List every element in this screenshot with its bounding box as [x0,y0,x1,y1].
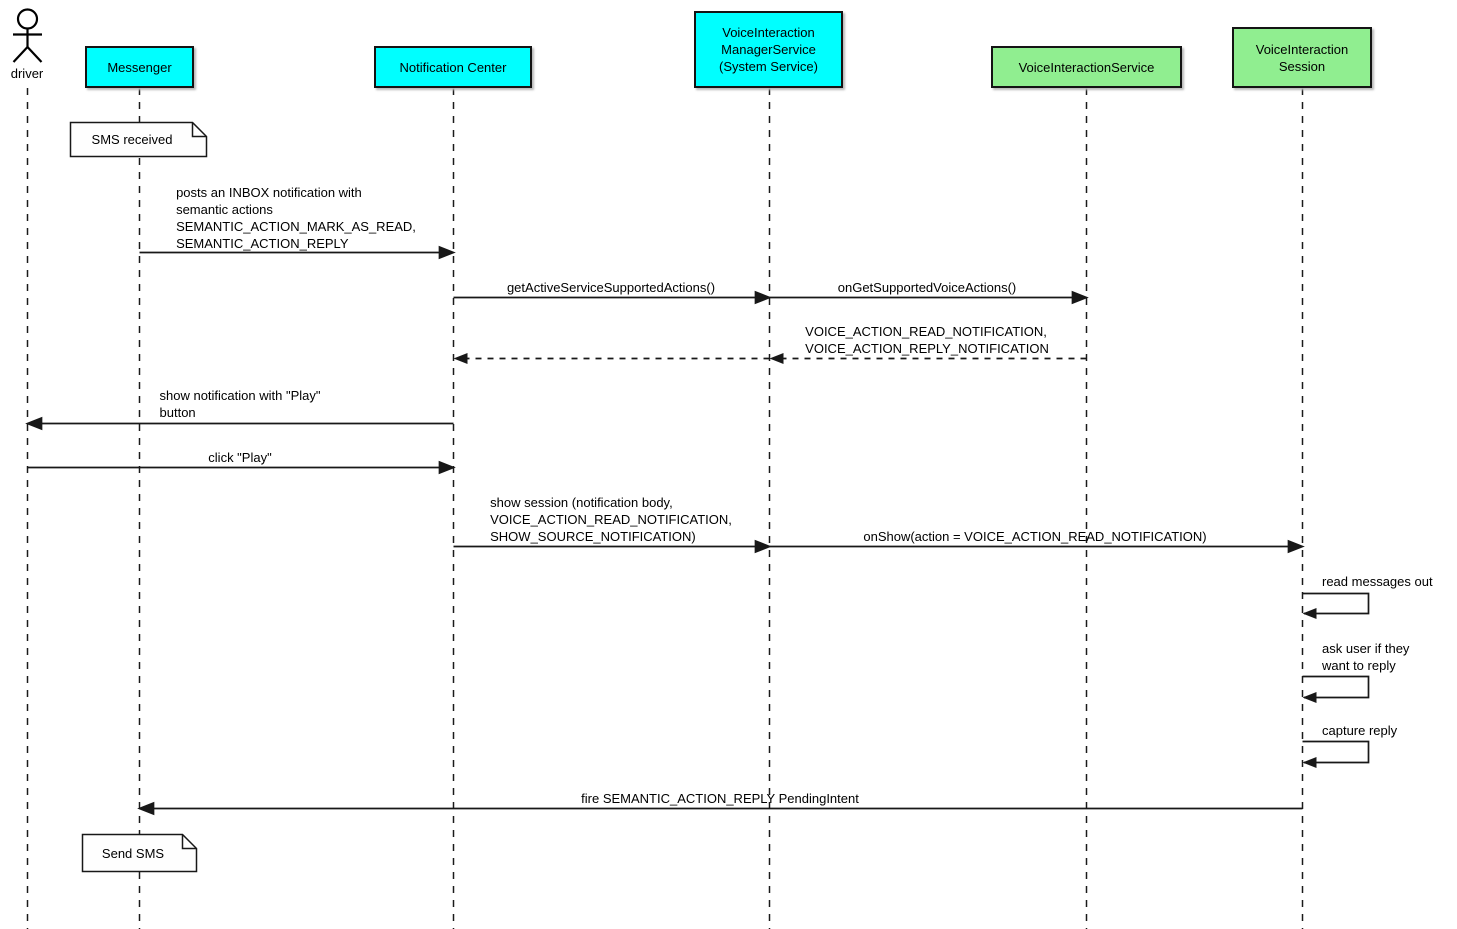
actor-figure-driver [12,8,43,63]
message-arrow-13-head [137,801,155,816]
note-send-sms: Send SMS [101,845,165,861]
note-fold-send-sms [181,834,197,850]
message-label-12: capture reply [1322,723,1398,738]
note-shape-sms-received [69,121,208,158]
return-arrow-vims-to-nc-head [453,353,468,364]
note-fold-sms-received [191,122,207,138]
message-arrow-3-head [1071,290,1089,305]
participant-voiceinteraction-managerservice: VoiceInteraction ManagerService (System … [694,11,843,88]
note-sms-received: SMS received [91,132,173,147]
message-label-6: show notification with "Play" button [159,388,321,420]
self-message-arrow-ask-user [1302,675,1370,699]
self-message-arrow-capture-reply [1302,740,1370,764]
message-arrow-2-head [754,290,772,305]
message-label-11: ask user if they want to reply [1322,641,1410,673]
message-label-2: getActiveServiceSupportedActions() [506,280,716,295]
self-message-arrow-capture-reply-head [1302,757,1317,768]
message-label-7: click "Play" [208,450,272,465]
self-message-arrow-read-messages-head [1302,608,1317,619]
message-label-4: VOICE_ACTION_READ_NOTIFICATION, VOICE_AC… [805,324,1049,356]
message-arrow-9-head [1287,539,1305,554]
message-label-3: onGetSupportedVoiceActions() [837,280,1017,295]
participant-voiceinteractionservice: VoiceInteractionService [991,46,1182,88]
message-arrow-7-head [438,460,456,475]
message-label-8: show session (notification body, VOICE_A… [490,495,732,544]
actor-label-driver: driver [10,66,44,81]
self-message-arrow-read-messages [1302,592,1370,615]
participant-voiceinteraction-session: VoiceInteraction Session [1232,27,1372,88]
message-label-13: fire SEMANTIC_ACTION_REPLY PendingIntent [581,791,859,806]
message-arrow-6-head [25,416,43,431]
message-label-10: read messages out [1322,574,1433,589]
participant-notification-center: Notification Center [374,46,532,88]
message-arrow-8-head [754,539,772,554]
self-message-arrow-ask-user-head [1302,692,1317,703]
note-shape-send-sms [81,833,198,873]
message-label-1: posts an INBOX notification with semanti… [176,185,416,251]
actor-head [16,8,39,30]
return-arrow-vis-to-vims-head [769,353,784,364]
message-arrow-1-head [438,245,456,260]
participant-messenger: Messenger [85,46,194,88]
message-label-9: onShow(action = VOICE_ACTION_READ_NOTIFI… [863,529,1207,544]
